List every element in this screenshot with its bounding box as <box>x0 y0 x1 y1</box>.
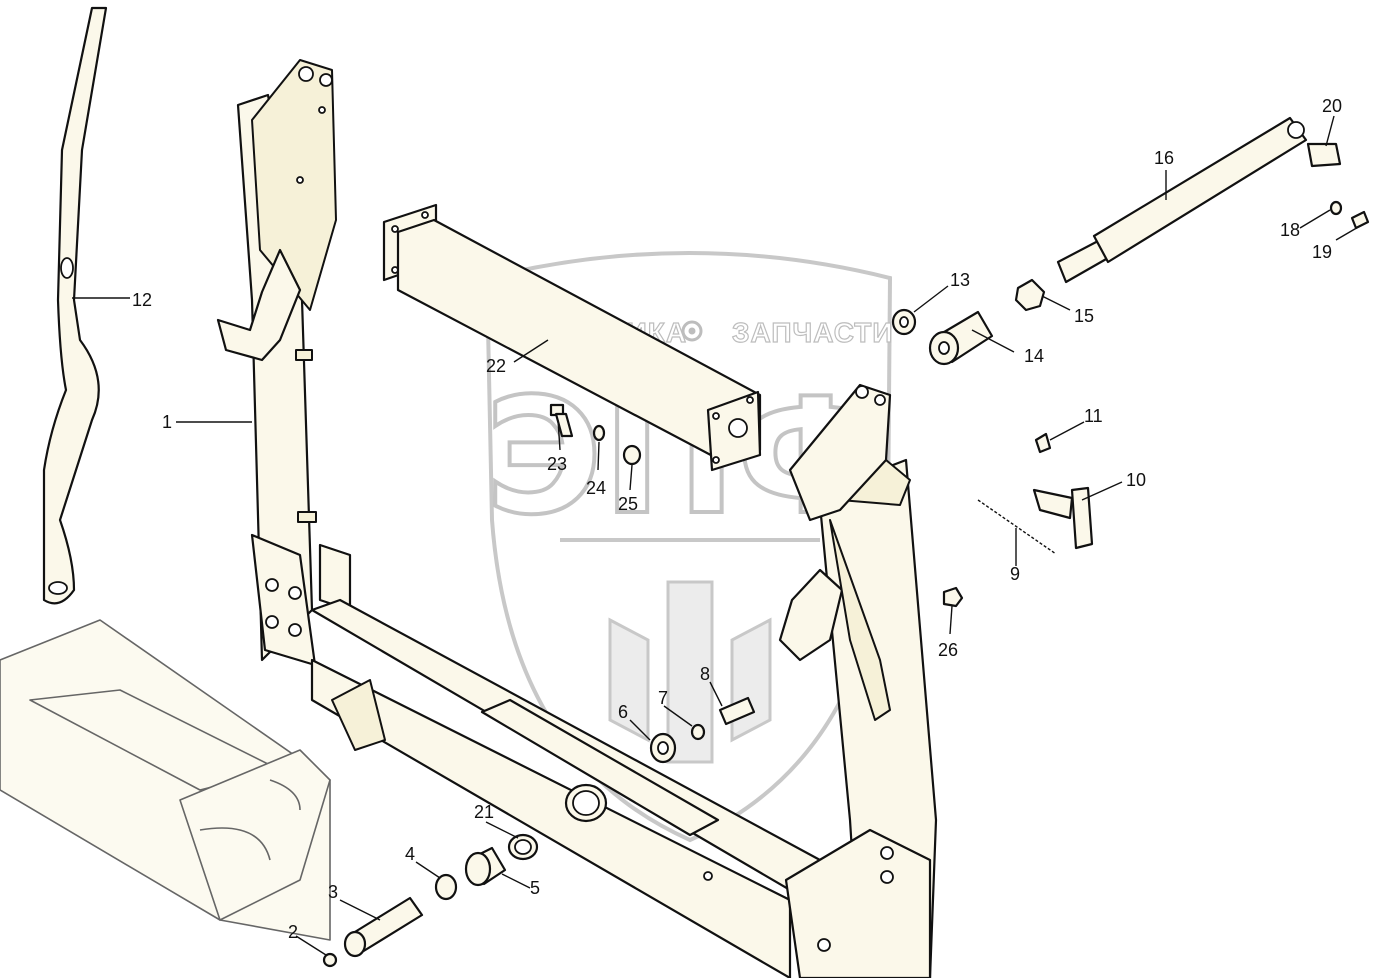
part-25-nut <box>622 444 642 466</box>
callout-25: 25 <box>618 494 638 514</box>
watermark-brand-right: ЗАПЧАСТИ <box>732 317 893 348</box>
callout-3: 3 <box>328 882 338 902</box>
part-4-ring <box>434 873 458 901</box>
part-20-pin <box>1306 142 1342 168</box>
callout-4: 4 <box>405 844 415 864</box>
callout-9: 9 <box>1010 564 1020 584</box>
part-16-adjuster-rod <box>1056 116 1308 284</box>
callout-1: 1 <box>162 412 172 432</box>
callout-18: 18 <box>1280 220 1300 240</box>
part-19-screw <box>1350 210 1370 230</box>
part-1-main-frame <box>216 59 938 978</box>
part-26-nut <box>942 586 964 608</box>
part-24-washer <box>592 424 606 442</box>
leader-lines <box>72 115 1361 956</box>
part-22-cross-tube <box>382 203 762 472</box>
part-13-washer <box>891 308 917 336</box>
part-18-washer <box>1329 200 1343 216</box>
callout-15: 15 <box>1074 306 1094 326</box>
callout-7: 7 <box>658 688 668 708</box>
part-5-bearing <box>464 846 507 887</box>
part-15-nut <box>1014 278 1046 312</box>
callout-20: 20 <box>1322 96 1342 116</box>
part-11-clip <box>1034 432 1052 454</box>
callout-8: 8 <box>700 664 710 684</box>
part-8-bolt <box>718 696 756 726</box>
callout-21: 21 <box>474 802 494 822</box>
callout-22: 22 <box>486 356 506 376</box>
callout-11: 11 <box>1084 406 1103 426</box>
wheat-emblem <box>608 580 772 764</box>
gear-icon <box>681 320 703 342</box>
part-14-rod-end <box>928 310 994 366</box>
background-frame-outline <box>0 619 331 941</box>
part-10-lock-pin <box>1032 486 1094 550</box>
callout-24: 24 <box>586 478 606 498</box>
callout-26: 26 <box>938 640 958 660</box>
callout-10: 10 <box>1126 470 1146 490</box>
callout-6: 6 <box>618 702 628 722</box>
callout-13: 13 <box>950 270 970 290</box>
part-3-pin <box>343 896 424 958</box>
callout-labels: 1 2 3 4 5 6 7 8 9 10 11 12 13 14 15 16 1… <box>132 96 1342 942</box>
part-23-bolt <box>549 403 574 438</box>
callout-14: 14 <box>1024 346 1044 366</box>
callout-16: 16 <box>1154 148 1174 168</box>
part-2-screw <box>322 952 338 968</box>
callout-2: 2 <box>288 922 298 942</box>
callout-5: 5 <box>530 878 540 898</box>
part-9-chain <box>977 499 1057 555</box>
part-12-link-rod <box>42 6 108 605</box>
callout-23: 23 <box>547 454 567 474</box>
callout-12: 12 <box>132 290 152 310</box>
part-21-sleeve <box>507 833 539 861</box>
part-6-bushing <box>649 732 677 764</box>
part-7-washer <box>690 723 706 741</box>
callout-19: 19 <box>1312 242 1332 262</box>
